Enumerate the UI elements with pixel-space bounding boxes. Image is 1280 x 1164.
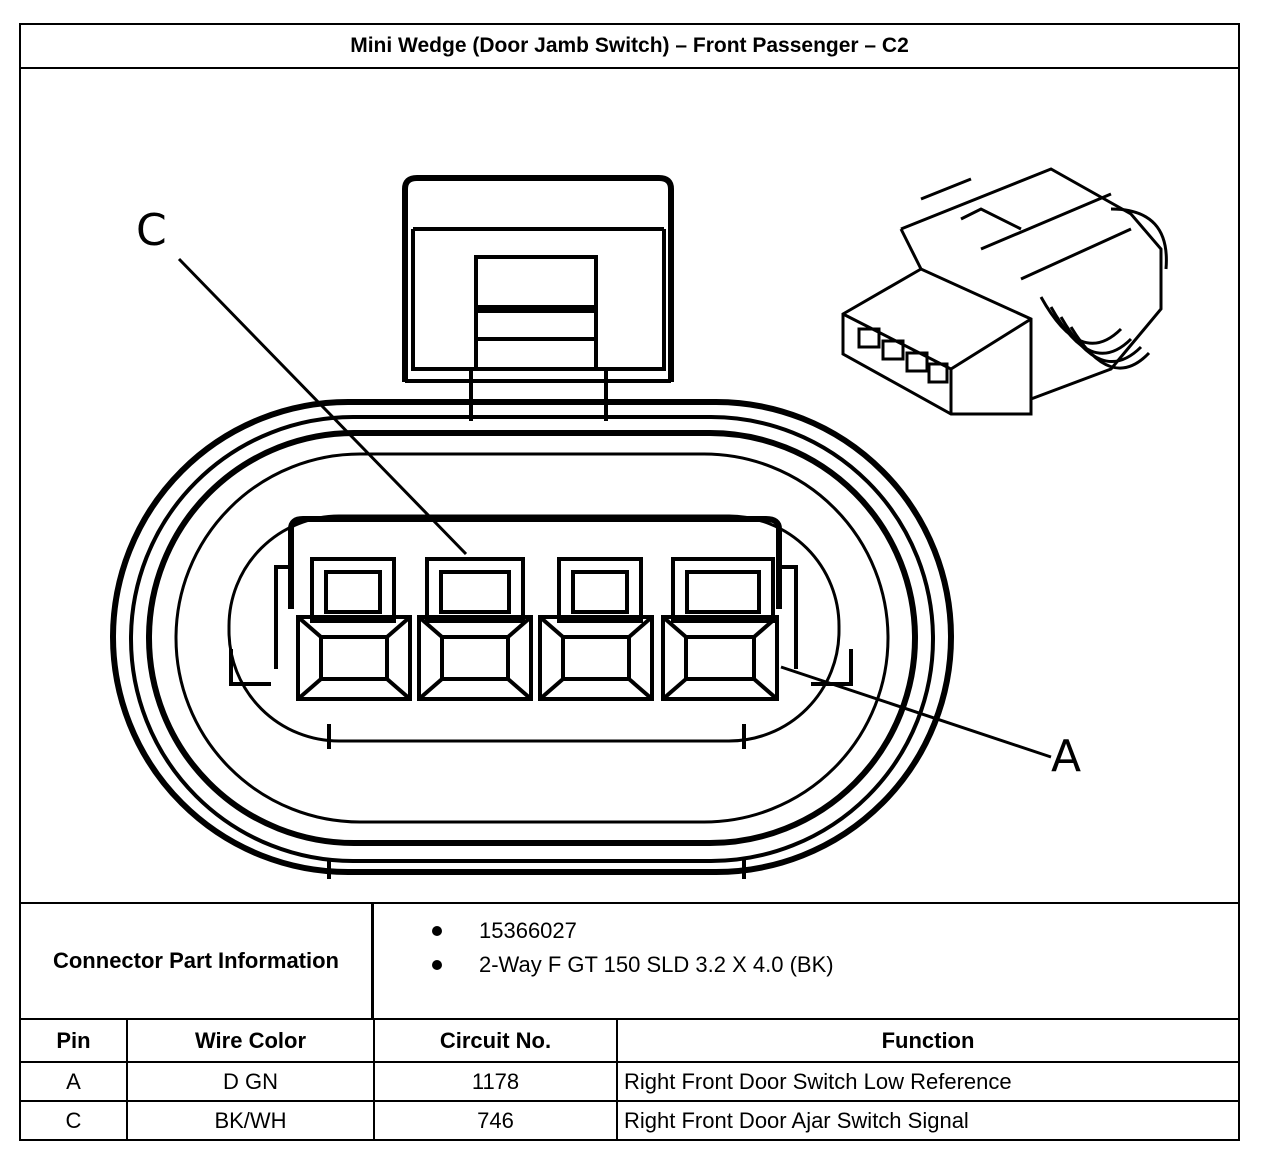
- list-item: 15366027: [376, 914, 834, 948]
- function-cell: Right Front Door Ajar Switch Signal: [616, 1100, 1238, 1140]
- connector-part-info-list: 15366027 2-Way F GT 150 SLD 3.2 X 4.0 (B…: [376, 914, 834, 982]
- connector-face-view: [110, 167, 1168, 879]
- part-number: 15366027: [479, 918, 577, 943]
- connector-part-info: Connector Part Information 15366027 2-Wa…: [21, 902, 1238, 1020]
- wire-color-cell: D GN: [126, 1061, 375, 1102]
- table-row: C BK/WH 746 Right Front Door Ajar Switch…: [21, 1100, 1238, 1140]
- pin-cell: A: [21, 1061, 128, 1102]
- header-wire-color: Wire Color: [126, 1020, 375, 1063]
- callout-c: C: [136, 205, 167, 256]
- callout-a: A: [1051, 731, 1082, 782]
- function-cell: Right Front Door Switch Low Reference: [616, 1061, 1238, 1102]
- bullet-icon: [432, 960, 442, 970]
- terminal-cavities-lower: [296, 615, 779, 701]
- callout-c-leader: [177, 257, 468, 556]
- list-item: 2-Way F GT 150 SLD 3.2 X 4.0 (BK): [376, 948, 834, 982]
- pin-cell: C: [21, 1100, 128, 1140]
- circuit-cell: 746: [373, 1100, 618, 1140]
- diagram-frame: Mini Wedge (Door Jamb Switch) – Front Pa…: [19, 23, 1240, 1141]
- circuit-cell: 1178: [373, 1061, 618, 1102]
- header-pin: Pin: [21, 1020, 128, 1063]
- connector-description: 2-Way F GT 150 SLD 3.2 X 4.0 (BK): [479, 952, 834, 977]
- table-header-row: Pin Wire Color Circuit No. Function: [21, 1020, 1238, 1063]
- table-row: A D GN 1178 Right Front Door Switch Low …: [21, 1061, 1238, 1102]
- pin-table: Pin Wire Color Circuit No. Function A D …: [21, 1020, 1238, 1140]
- wire-color-cell: BK/WH: [126, 1100, 375, 1140]
- header-function: Function: [616, 1020, 1238, 1063]
- terminal-cavities-upper: [310, 557, 775, 623]
- connector-isometric-view: [841, 167, 1168, 416]
- connector-part-info-label: Connector Part Information: [21, 904, 374, 1018]
- callout-a-leader: [780, 665, 1052, 759]
- header-circuit-no: Circuit No.: [373, 1020, 618, 1063]
- connector-drawing: C A: [21, 69, 1238, 902]
- bullet-icon: [432, 926, 442, 936]
- page-title: Mini Wedge (Door Jamb Switch) – Front Pa…: [21, 25, 1238, 69]
